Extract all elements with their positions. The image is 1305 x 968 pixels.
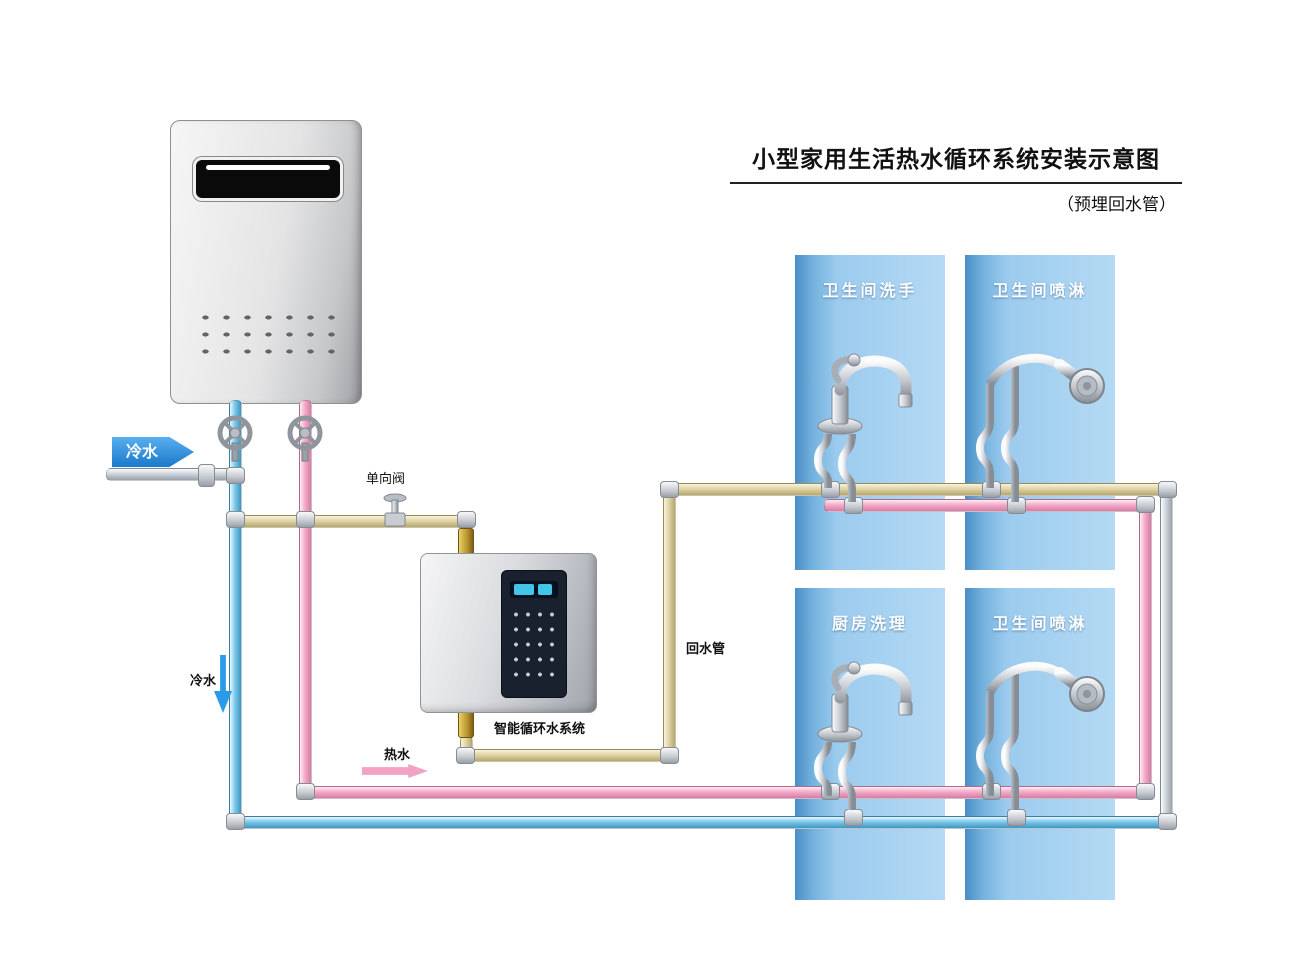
pipe-return-to-heater xyxy=(231,515,473,528)
pipe-joint xyxy=(844,809,863,826)
diagram-title: 小型家用生活热水循环系统安装示意图 xyxy=(730,140,1182,184)
pipe-cold-inlet xyxy=(106,468,240,481)
pipe-joint xyxy=(1136,496,1155,513)
pipe-joint xyxy=(296,511,315,528)
pipe-joint xyxy=(457,511,476,528)
pipe-joint xyxy=(226,813,245,830)
panel-label: 厨房洗理 xyxy=(831,614,908,633)
shower-icon xyxy=(975,353,1105,502)
pipe-joint xyxy=(1158,481,1177,498)
heater-vent-holes xyxy=(195,309,341,361)
pipe-joint xyxy=(1007,809,1026,826)
shower-icon xyxy=(975,661,1105,810)
pipe-coupling xyxy=(198,464,215,487)
pipe-return-riser xyxy=(663,483,676,762)
pipe-joint xyxy=(1136,783,1155,800)
shutoff-valve-icon xyxy=(287,415,323,462)
shutoff-valve-icon xyxy=(217,415,253,462)
pipe-hot-right-riser xyxy=(1139,499,1152,799)
device-label: 智能循环水系统 xyxy=(494,722,586,737)
circulation-device xyxy=(420,553,597,713)
panel-bathroom-shower-bottom: 卫生间喷淋 xyxy=(965,588,1115,900)
panel-bathroom-sink: 卫生间洗手 xyxy=(795,255,945,570)
cold-inlet-label: 冷水 xyxy=(126,442,159,461)
diagram-subtitle: （预埋回水管） xyxy=(1057,195,1176,215)
faucet-icon xyxy=(813,353,913,502)
panel-kitchen-sink: 厨房洗理 xyxy=(795,588,945,900)
title-block: 小型家用生活热水循环系统安装示意图 （预埋回水管） xyxy=(730,140,1182,215)
panel-label: 卫生间洗手 xyxy=(822,281,918,300)
return-pipe-label: 回水管 xyxy=(686,642,726,657)
cold-inlet-arrow: 冷水 xyxy=(112,437,194,467)
pipe-joint xyxy=(296,783,315,800)
pipe-joint xyxy=(226,511,245,528)
heater-display-window xyxy=(193,157,343,201)
panel-label: 卫生间喷淋 xyxy=(992,281,1088,300)
device-buttons xyxy=(510,607,558,685)
device-display xyxy=(510,581,558,598)
hot-water-label: 热水 xyxy=(384,748,411,763)
check-valve-label: 单向阀 xyxy=(366,472,406,487)
pipe-joint xyxy=(456,747,475,764)
hot-flow-arrow-icon xyxy=(362,764,428,778)
pipe-joint xyxy=(1158,813,1177,830)
pipe-cold-bottom xyxy=(229,816,1173,829)
pipe-far-right-riser xyxy=(1160,483,1173,829)
pipe-return-bottom xyxy=(460,749,677,762)
heater-window-shine xyxy=(206,165,330,170)
pipe-joint xyxy=(660,747,679,764)
pipe-joint xyxy=(226,467,245,484)
faucet-icon xyxy=(813,661,913,810)
cold-water-label: 冷水 xyxy=(190,674,217,689)
pipe-joint xyxy=(660,481,679,498)
panel-label: 卫生间喷淋 xyxy=(992,614,1088,633)
device-control-panel xyxy=(501,570,567,698)
water-heater xyxy=(170,120,362,404)
check-valve-icon xyxy=(383,493,407,527)
